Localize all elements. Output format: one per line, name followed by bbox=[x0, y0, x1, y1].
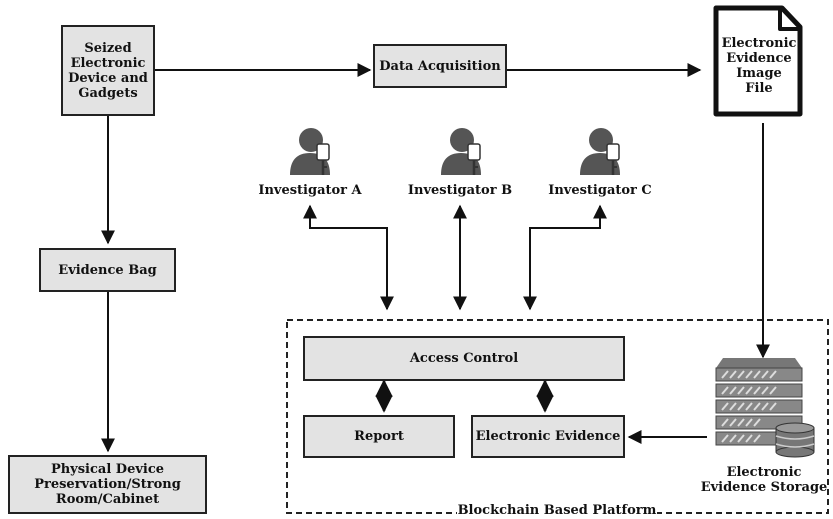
storage-label: Electronic Evidence Storage bbox=[700, 465, 828, 495]
arrow-investigator-c bbox=[523, 204, 607, 311]
user-key-icon bbox=[580, 128, 620, 175]
platform-label: Blockchain Based Platform bbox=[457, 503, 657, 518]
investigator-a-label: Investigator A bbox=[258, 183, 362, 198]
arrow-investigator-a bbox=[303, 204, 394, 311]
data-acquisition-box: Data Acquisition bbox=[373, 44, 507, 88]
evidence-file-label: Electronic Evidence Image File bbox=[721, 36, 797, 96]
user-key-icon bbox=[290, 128, 330, 175]
seized-device-box: Seized Electronic Device and Gadgets bbox=[61, 25, 155, 116]
investigator-b-label: Investigator B bbox=[407, 183, 513, 198]
access-control-box: Access Control bbox=[303, 336, 625, 381]
report-box: Report bbox=[303, 415, 455, 458]
electronic-evidence-box: Electronic Evidence bbox=[471, 415, 625, 458]
evidence-bag-box: Evidence Bag bbox=[39, 248, 176, 292]
physical-device-box: Physical Device Preservation/Strong Room… bbox=[8, 455, 207, 514]
investigator-c-label: Investigator C bbox=[548, 183, 652, 198]
document-icon bbox=[713, 5, 803, 117]
user-key-icon bbox=[441, 128, 481, 175]
server-database-icon bbox=[715, 358, 815, 458]
